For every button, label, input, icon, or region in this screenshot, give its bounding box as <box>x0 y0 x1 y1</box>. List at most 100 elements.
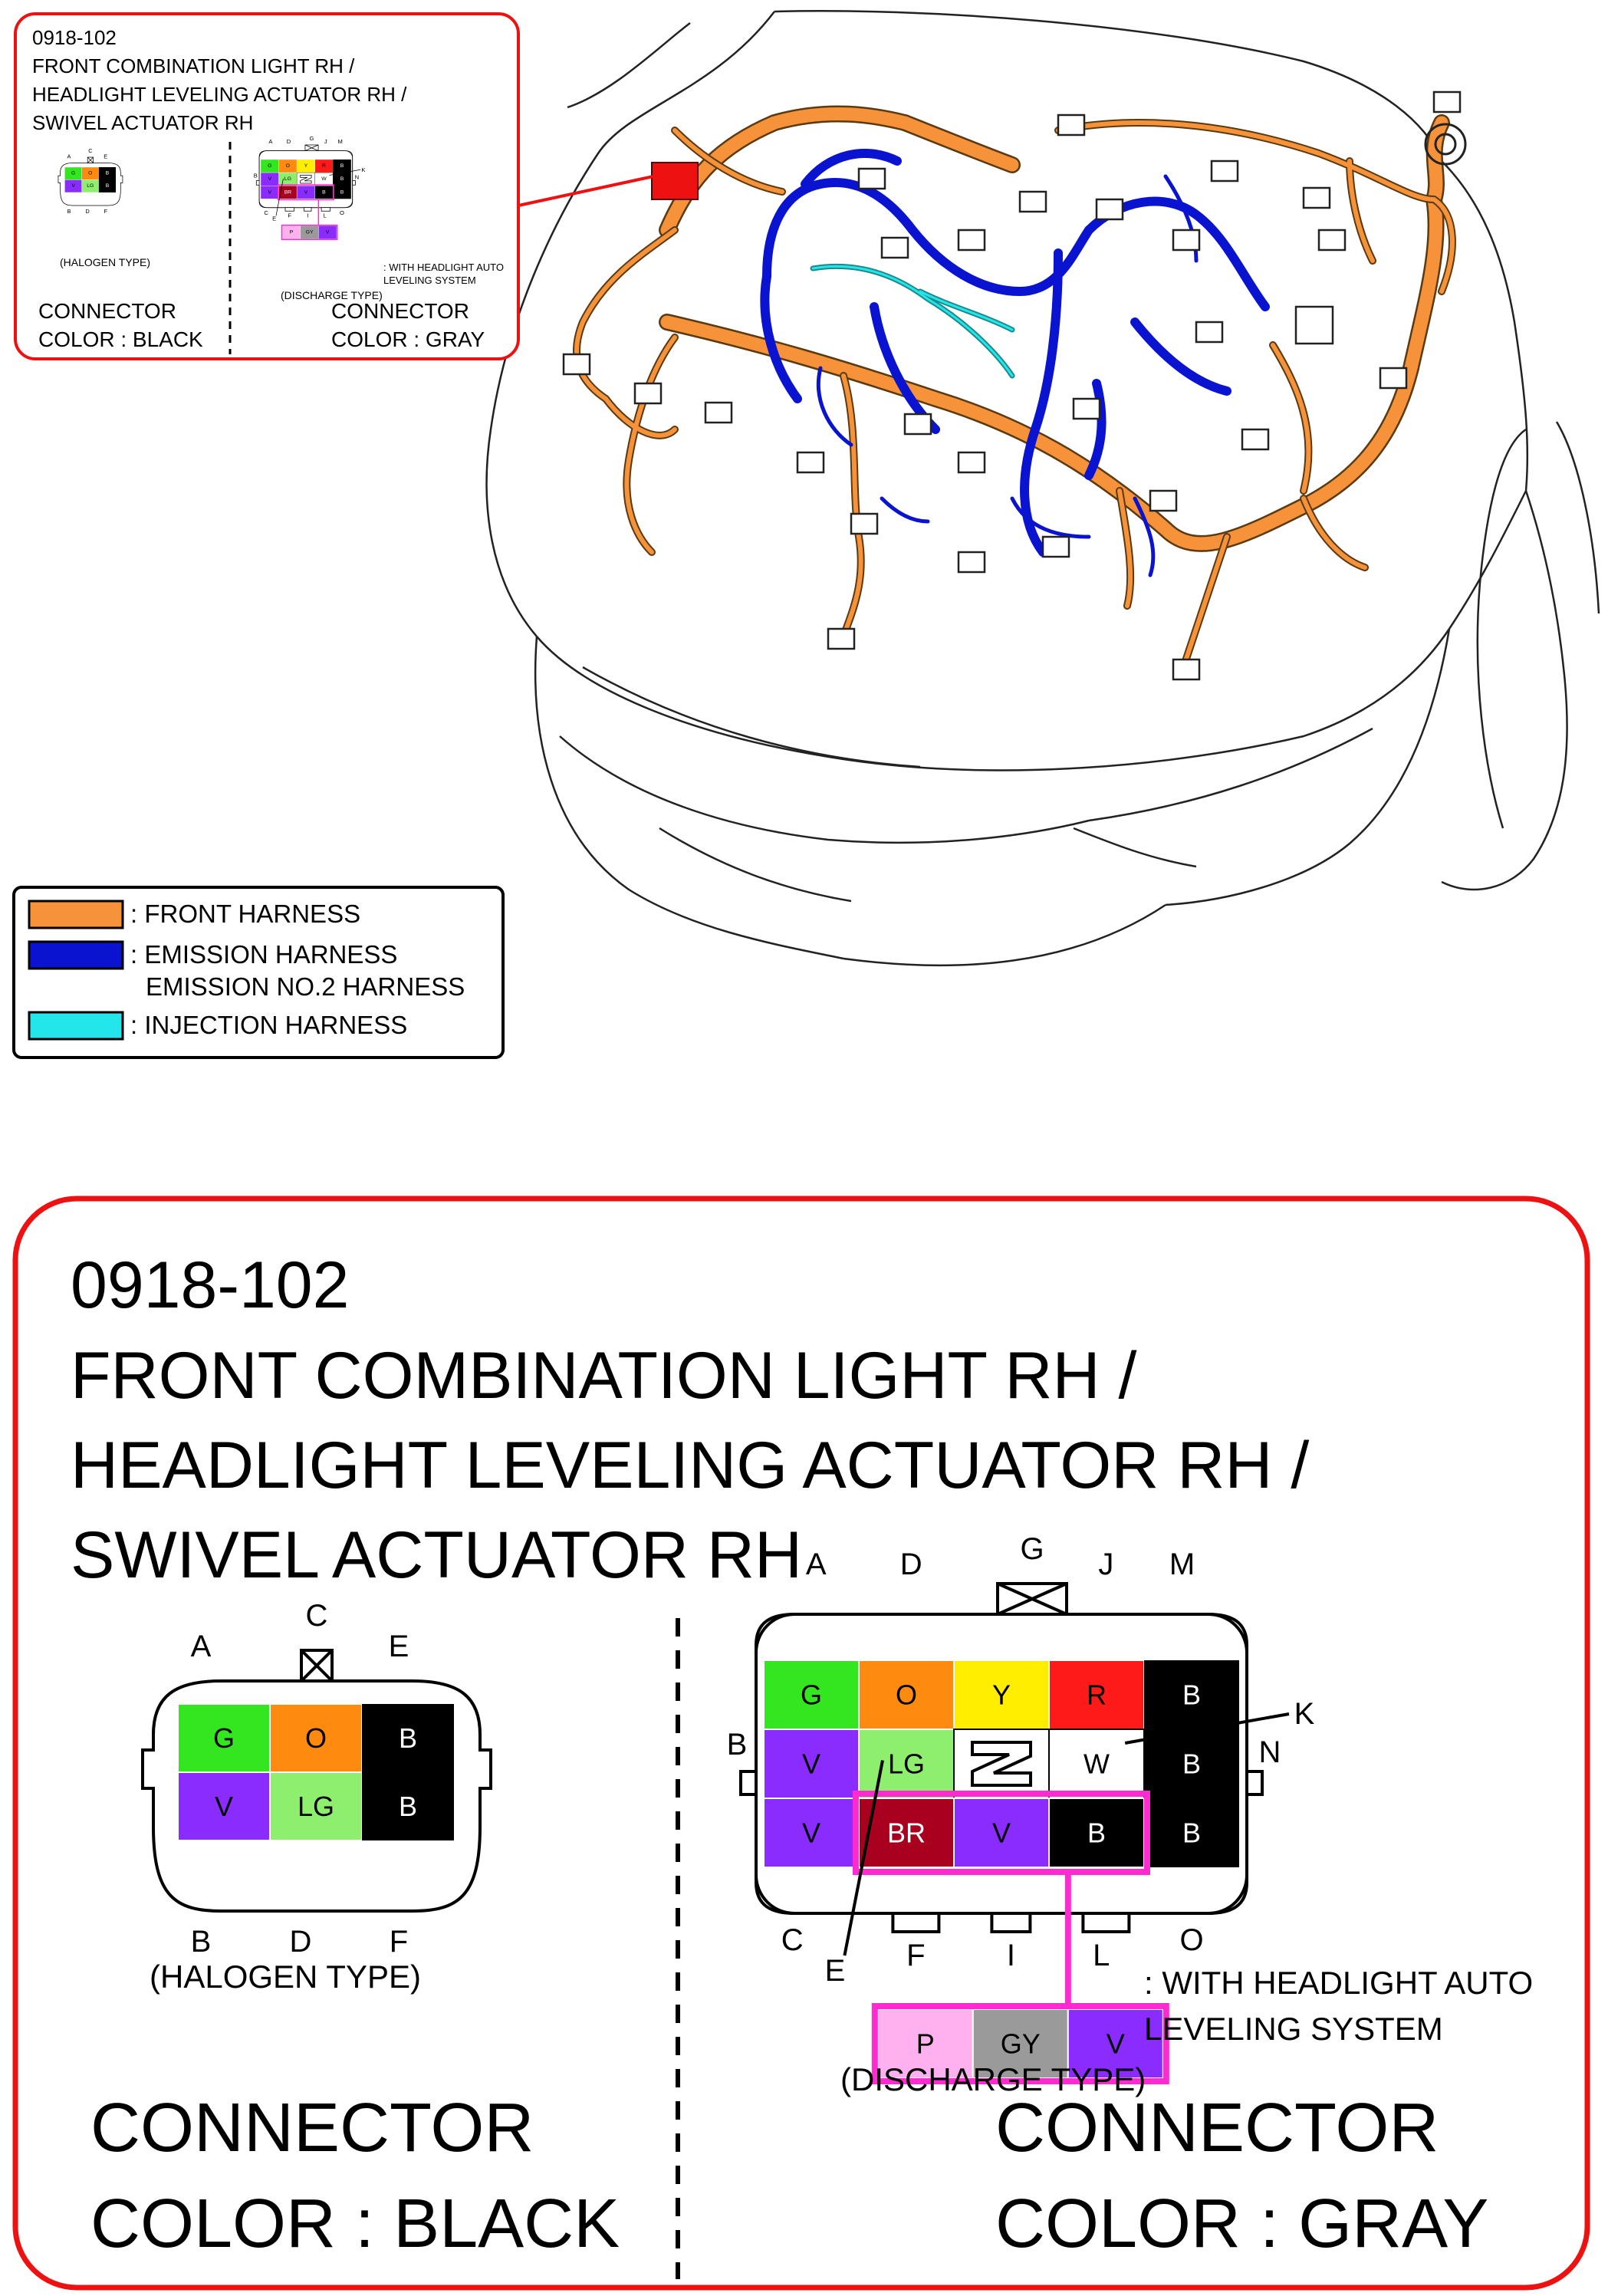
discharge-pin-letter: O <box>340 209 344 216</box>
small-discharge-color-label: COLOR : GRAY <box>331 327 485 351</box>
auto-leveling-pin-label: V <box>1107 2028 1125 2060</box>
front-harness <box>573 105 1456 679</box>
legend-label-injection: : INJECTION HARNESS <box>130 1011 407 1039</box>
legend-label-front: : FRONT HARNESS <box>130 900 360 928</box>
discharge-pin-letter: B <box>254 172 258 179</box>
legend-swatch-injection <box>28 1011 124 1041</box>
small-auto-note-1: : WITH HEADLIGHT AUTO <box>383 262 504 273</box>
discharge-pin-label: W <box>321 176 327 182</box>
discharge-pin-letter: E <box>825 1954 846 1988</box>
discharge-pin-label: V <box>268 176 271 182</box>
halogen-connector-label: CONNECTOR <box>90 2090 534 2166</box>
halogen-pin-label: B <box>106 171 110 176</box>
discharge-pin-letter: C <box>781 1923 804 1957</box>
discharge-pin-letter: L <box>324 212 327 219</box>
halogen-pin-label: LG <box>298 1791 334 1822</box>
legend-frame <box>12 886 505 1059</box>
discharge-pin-cell <box>296 172 315 186</box>
small-discharge-connector-label: CONNECTOR <box>331 299 469 323</box>
discharge-side-tab <box>739 1770 758 1796</box>
discharge-pin-label: BR <box>887 1817 926 1849</box>
discharge-type-label: (DISCHARGE TYPE) <box>840 2061 1146 2097</box>
halogen-pin-cell-merged <box>362 1704 454 1840</box>
halogen-pin-label: O <box>305 1722 327 1754</box>
discharge-pin-cell <box>763 1660 860 1730</box>
legend-label-emission-2: EMISSION NO.2 HARNESS <box>146 972 465 1001</box>
discharge-bottom-tab <box>284 207 294 212</box>
title-line-1: FRONT COMBINATION LIGHT RH / <box>71 1339 1137 1413</box>
discharge-pin-cell <box>953 1729 1050 1799</box>
discharge-pin-label: Y <box>992 1679 1011 1711</box>
small-halogen-color-label: COLOR : BLACK <box>38 327 203 351</box>
e-leader-line <box>275 178 284 216</box>
halogen-pin-letter: A <box>67 153 71 160</box>
title-line-2: HEADLIGHT LEVELING ACTUATOR RH / <box>71 1429 1309 1502</box>
halogen-pin-letter: E <box>389 1630 409 1663</box>
auto-leveling-pin-label: P <box>916 2028 935 2060</box>
halogen-pin-letter: C <box>88 147 93 154</box>
small-auto-note-2: LEVELING SYSTEM <box>383 275 476 286</box>
discharge-pin-cell <box>763 1798 860 1868</box>
halogen-pin-letter: B <box>67 208 71 215</box>
small-title-line-3: SWIVEL ACTUATOR RH <box>32 111 253 134</box>
discharge-pin-letter: J <box>324 138 327 145</box>
discharge-pin-letter: G <box>310 135 314 142</box>
legend: : FRONT HARNESS : EMISSION HARNESS EMISS… <box>12 886 505 1059</box>
e-leader-line <box>843 1760 884 1956</box>
halogen-pin-label: G <box>71 171 75 176</box>
discharge-pin-letter: M <box>1169 1548 1195 1581</box>
legend-swatch-front <box>28 900 124 929</box>
small-halogen-type-label: (HALOGEN TYPE) <box>60 256 150 268</box>
discharge-pin-column-b <box>1144 1660 1239 1867</box>
blocked-pin-icon <box>300 174 312 184</box>
halogen-pin-letter: A <box>191 1630 212 1663</box>
discharge-pin-label: B <box>340 189 344 195</box>
discharge-pin-label: B <box>1087 1817 1106 1849</box>
large-callout: 0918-102 FRONT COMBINATION LIGHT RH / HE… <box>12 1196 1590 2291</box>
auto-leveling-pin-label: P <box>290 230 294 235</box>
halogen-type-label: (HALOGEN TYPE) <box>150 1959 421 1995</box>
discharge-pin-label: B <box>340 176 344 182</box>
discharge-side-tab <box>255 180 260 186</box>
discharge-pin-letter: O <box>1179 1923 1203 1957</box>
small-callout: 0918-102 FRONT COMBINATION LIGHT RH / HE… <box>14 12 520 360</box>
discharge-pin-label: V <box>268 189 271 195</box>
discharge-pin-cell <box>953 1798 1050 1868</box>
title-line-3: SWIVEL ACTUATOR RH <box>71 1518 802 1592</box>
discharge-pin-label: O <box>896 1679 917 1711</box>
discharge-bottom-tab <box>891 1912 941 1933</box>
discharge-pin-letter: K <box>1294 1697 1315 1731</box>
discharge-pin-label: B <box>1182 1817 1201 1849</box>
discharge-pin-letter: I <box>307 212 308 219</box>
connector-blocks <box>562 90 1462 681</box>
halogen-pin-letter: E <box>104 153 107 160</box>
auto-leveling-pin-label: GY <box>1001 2028 1041 2060</box>
auto-leveling-pin-label: V <box>326 230 330 235</box>
discharge-pin-letter: G <box>1020 1532 1044 1566</box>
discharge-pin-label: G <box>268 163 271 169</box>
halogen-pin-label: LG <box>87 183 94 189</box>
discharge-pin-letter: A <box>268 138 273 145</box>
auto-leveling-frame <box>871 2003 1169 2084</box>
auto-leveling-pin-cell <box>972 2008 1069 2079</box>
discharge-pin-label: LG <box>284 176 291 182</box>
discharge-pin-letter: A <box>806 1548 827 1581</box>
discharge-bottom-tab <box>321 207 330 212</box>
small-title-line-1: FRONT COMBINATION LIGHT RH / <box>32 54 355 77</box>
halogen-pin-letter: F <box>390 1925 408 1959</box>
discharge-pin-cell <box>763 1729 860 1799</box>
callout-leader-line <box>518 175 654 207</box>
discharge-bottom-tab <box>304 207 312 212</box>
halogen-pin-letter: C <box>306 1599 328 1633</box>
halogen-pin-label: B <box>399 1791 417 1822</box>
auto-leveling-pin-label: GY <box>306 230 314 235</box>
discharge-pin-letter: F <box>288 212 291 219</box>
halogen-pin-letter: D <box>290 1925 312 1959</box>
halogen-pin-cell <box>269 1771 363 1841</box>
discharge-pin-label: B <box>340 163 344 169</box>
discharge-pin-letter: D <box>900 1548 922 1581</box>
discharge-pin-letter: E <box>272 215 276 222</box>
